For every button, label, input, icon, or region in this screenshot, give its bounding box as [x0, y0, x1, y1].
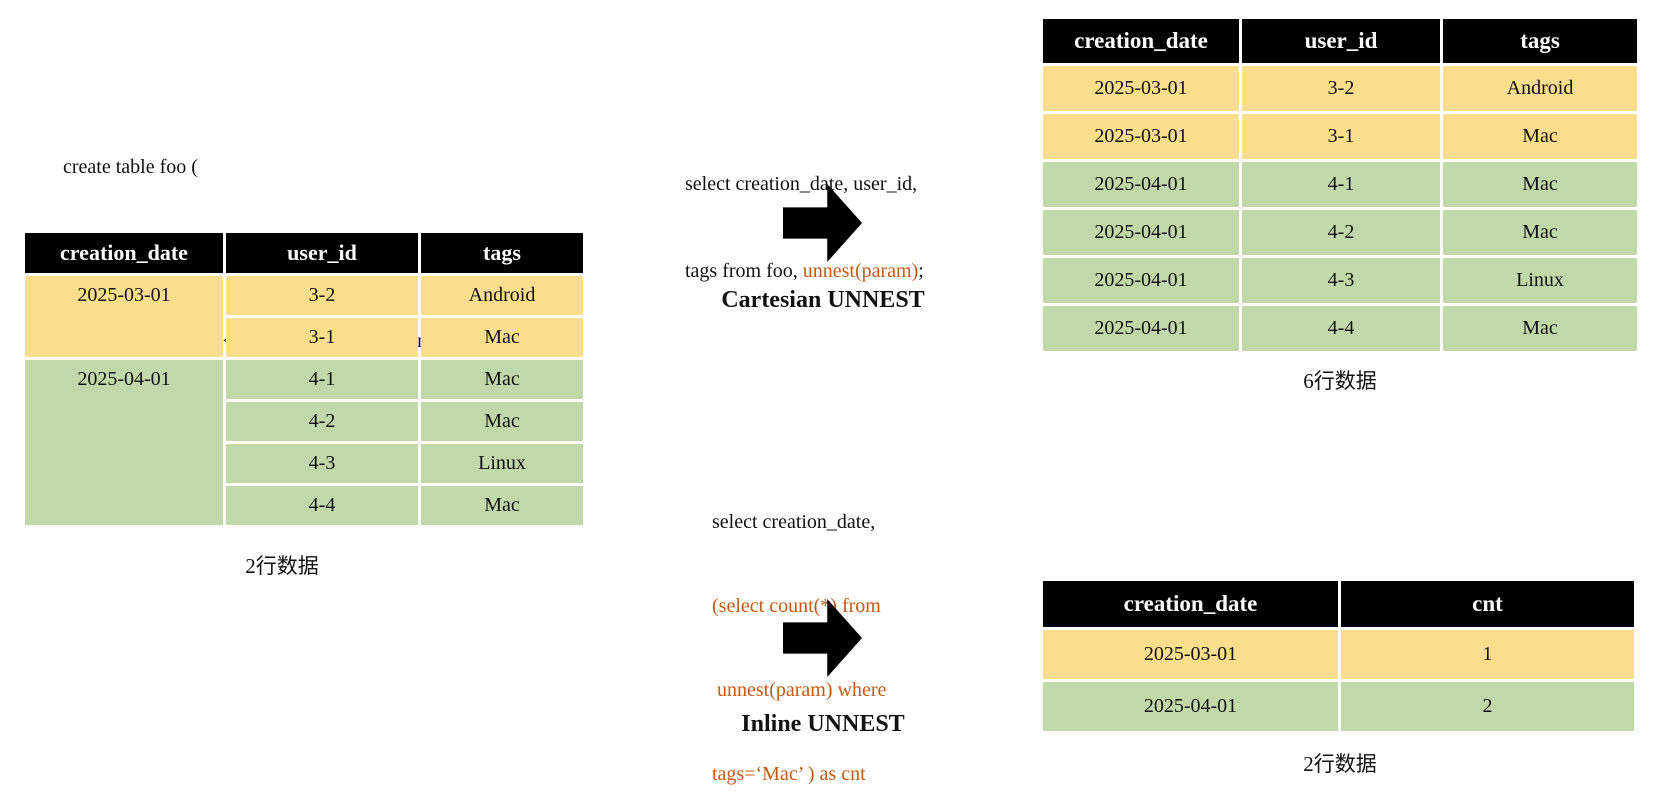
table-header-cell: creation_date	[1043, 581, 1338, 627]
table-header-row: creation_date user_id tags	[1043, 19, 1637, 63]
table-cell: 2025-04-01	[1043, 162, 1239, 207]
cartesian-unnest-label: Cartesian UNNEST	[721, 287, 925, 313]
table-row: 3-1 Mac	[25, 318, 583, 357]
table-row: 2025-03-01 3-2 Android	[25, 276, 583, 357]
table-header-cell: cnt	[1341, 581, 1634, 627]
table-cell: Mac	[1443, 114, 1637, 159]
table-cell: 2025-04-01	[1043, 682, 1338, 731]
table-row: 2025-03-01 1	[1043, 630, 1634, 679]
table-cell: 3-1	[226, 318, 418, 357]
table-row: 4-2 Mac	[25, 402, 583, 441]
table-row: 2025-04-01 4-1 Mac	[25, 360, 583, 525]
table-row: 2025-04-01 4-1 Mac	[1043, 162, 1637, 207]
table-cell: 4-4	[226, 486, 418, 525]
sql-highlight: tags=‘Mac’ ) as cnt	[712, 763, 866, 785]
table-cell: Mac	[1443, 162, 1637, 207]
cartesian-result-caption: 6行数据	[1303, 369, 1377, 393]
table-cell-date: 2025-03-01	[25, 276, 223, 357]
table-cell: Linux	[421, 444, 583, 483]
cartesian-query: select creation_date, user_id, tags from…	[685, 112, 924, 344]
table-cell: 2025-03-01	[1043, 66, 1239, 111]
source-table-caption: 2行数据	[245, 554, 319, 578]
table-cell: Mac	[421, 402, 583, 441]
table-cell: Mac	[421, 360, 583, 399]
table-row: 2025-04-01 2	[1043, 682, 1634, 731]
table-row: 4-4 Mac	[25, 486, 583, 525]
table-cell: 1	[1341, 630, 1634, 679]
table-header-cell: user_id	[1242, 19, 1440, 63]
table-row: 2025-04-01 4-4 Mac	[1043, 306, 1637, 351]
table-cell: Mac	[1443, 210, 1637, 255]
table-cell: Mac	[1443, 306, 1637, 351]
table-header-cell: user_id	[226, 233, 418, 273]
cartesian-result-table: creation_date user_id tags 2025-03-01 3-…	[1040, 16, 1640, 354]
table-row: 4-3 Linux	[25, 444, 583, 483]
table-cell: 2025-04-01	[1043, 258, 1239, 303]
sql-highlight: unnest(param)	[802, 260, 919, 282]
inline-result-caption: 2行数据	[1303, 752, 1377, 776]
table-cell: 4-4	[1242, 306, 1440, 351]
table-header-cell: tags	[421, 233, 583, 273]
sql-line: create table foo (	[63, 156, 198, 178]
sql-line: select creation_date, user_id,	[685, 173, 918, 195]
table-cell: Mac	[421, 318, 583, 357]
table-cell: 2025-04-01	[1043, 306, 1239, 351]
table-cell: 2	[1341, 682, 1634, 731]
source-table: creation_date user_id tags 2025-03-01 3-…	[22, 230, 586, 528]
table-row: 2025-04-01 4-2 Mac	[1043, 210, 1637, 255]
table-cell: 4-3	[226, 444, 418, 483]
table-cell: 2025-03-01	[1043, 630, 1338, 679]
table-header-row: creation_date user_id tags	[25, 233, 583, 273]
table-cell: Android	[1443, 66, 1637, 111]
table-cell: 4-2	[1242, 210, 1440, 255]
table-row: 2025-04-01 4-3 Linux	[1043, 258, 1637, 303]
table-cell: Android	[421, 276, 583, 315]
table-cell: 4-3	[1242, 258, 1440, 303]
table-header-cell: creation_date	[25, 233, 223, 273]
table-cell: 4-2	[226, 402, 418, 441]
sql-line: select creation_date,	[712, 511, 876, 533]
table-cell: 3-1	[1242, 114, 1440, 159]
sql-highlight: (select count(*) from	[712, 595, 881, 617]
table-row: 2025-03-01 3-1 Mac	[1043, 114, 1637, 159]
table-header-row: creation_date cnt	[1043, 581, 1634, 627]
table-cell: Linux	[1443, 258, 1637, 303]
table-cell: Mac	[421, 486, 583, 525]
table-cell: 3-2	[226, 276, 418, 315]
table-cell: 2025-04-01	[1043, 210, 1239, 255]
inline-result-table: creation_date cnt 2025-03-01 1 2025-04-0…	[1040, 578, 1637, 734]
sql-line: tags from foo, unnest(param);	[685, 260, 924, 282]
inline-unnest-label: Inline UNNEST	[741, 711, 905, 737]
table-header-cell: creation_date	[1043, 19, 1239, 63]
table-cell: 4-1	[226, 360, 418, 399]
sql-highlight: unnest(param) where	[712, 679, 887, 701]
table-cell: 4-1	[1242, 162, 1440, 207]
table-row: 2025-03-01 3-2 Android	[1043, 66, 1637, 111]
table-cell: 2025-03-01	[1043, 114, 1239, 159]
table-header-cell: tags	[1443, 19, 1637, 63]
inline-query: select creation_date, (select count(*) f…	[712, 452, 886, 808]
table-cell: 3-2	[1242, 66, 1440, 111]
table-cell-date: 2025-04-01	[25, 360, 223, 525]
